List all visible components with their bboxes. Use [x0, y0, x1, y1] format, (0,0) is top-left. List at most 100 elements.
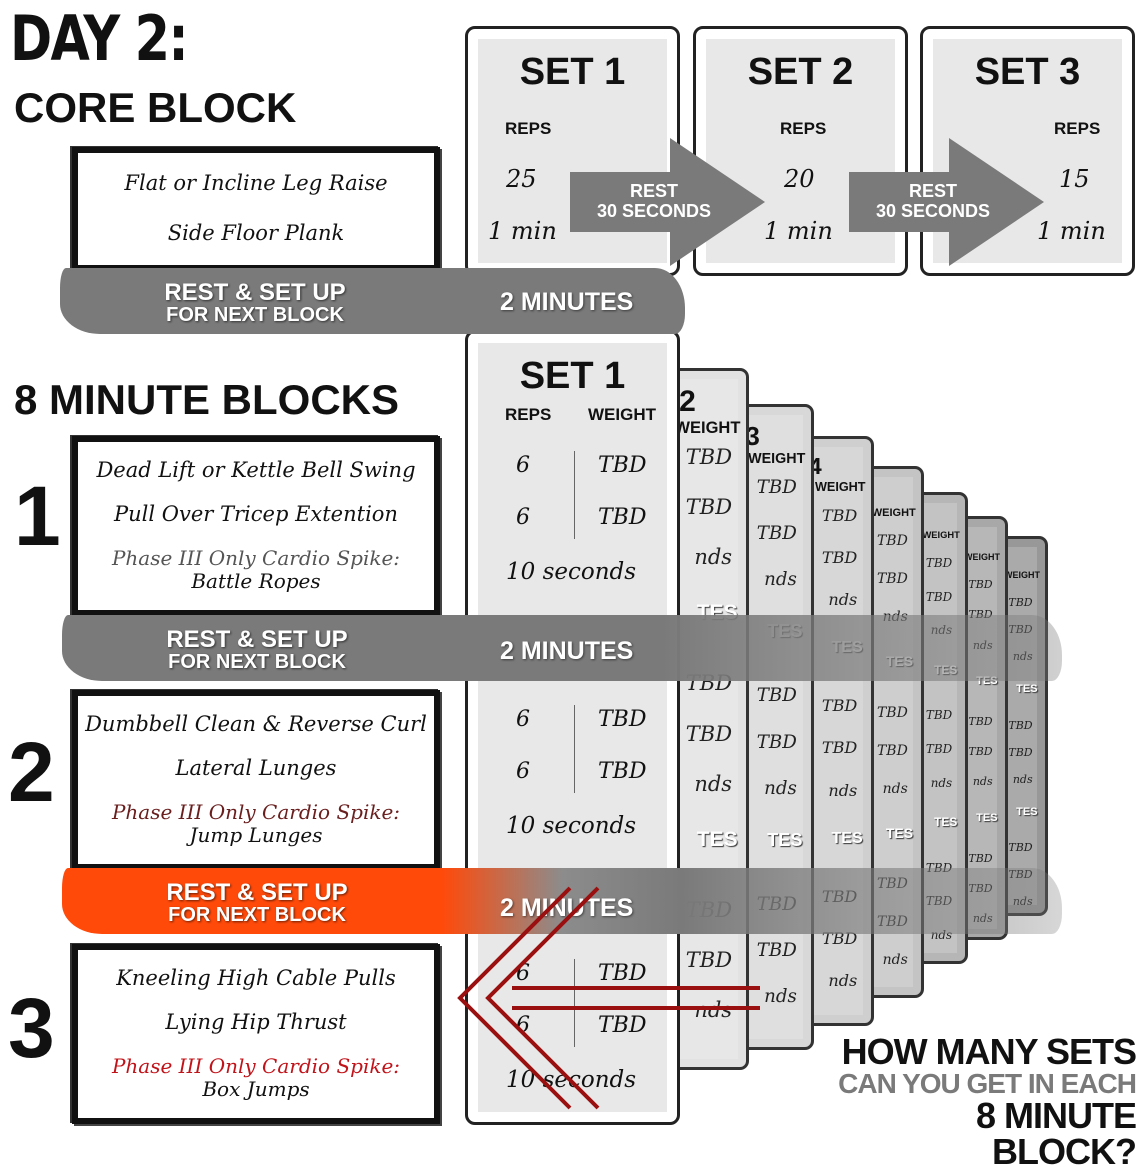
cardio-spike-exercise: Box Jumps	[202, 1077, 310, 1102]
rest-banner-text: REST & SET UP FOR NEXT BLOCK	[152, 880, 362, 926]
rest-line-2: FOR NEXT BLOCK	[168, 904, 346, 927]
rest-minutes: 2 MINUTES	[500, 288, 634, 316]
stack-card-value: nds	[828, 780, 858, 800]
column-divider	[574, 705, 575, 793]
core-exercise: Flat or Incline Leg Raise	[124, 171, 388, 196]
rest-line-1: REST & SET UP	[166, 626, 348, 653]
stack-card-number: 3	[745, 421, 760, 451]
stack-card-value: TBD	[968, 714, 993, 728]
core-set-card-1: SET 1 REPS 25 1 min	[465, 26, 680, 276]
cardio-spike-label: Phase III Only Cardio Spike:	[111, 800, 401, 825]
cardio-spike-exercise: Jump Lunges	[189, 823, 323, 848]
block-exercise: Dumbbell Clean & Reverse Curl	[85, 711, 427, 736]
core-exercise: Side Floor Plank	[167, 221, 345, 246]
column-divider	[574, 451, 575, 539]
reps-label: REPS	[505, 405, 552, 424]
stack-card-value: TBD	[685, 721, 733, 746]
block-number: 1	[14, 469, 61, 563]
stack-card-rest: TES	[1016, 683, 1038, 696]
block-2-exercise-box: Dumbbell Clean & Reverse Curl Lateral Lu…	[72, 690, 440, 870]
cardio-spike-exercise: Battle Ropes	[191, 569, 321, 594]
cardio-spike: Phase III Only Cardio Spike: Jump Lunges	[112, 801, 400, 847]
stack-card-value: nds	[828, 970, 858, 990]
stack-card-value: nds	[764, 569, 797, 591]
reps-value: 6	[516, 453, 530, 478]
stack-card-value: TBD	[968, 851, 993, 865]
reps-value: 6	[516, 505, 530, 530]
stack-card-value: TBD	[1008, 745, 1033, 759]
stack-card-weight-label: WEIGHT	[748, 451, 806, 467]
stack-card-weight-label: WEIGHT	[814, 480, 866, 494]
reps-label: REPS	[1054, 119, 1101, 138]
stack-card-value: nds	[1012, 772, 1033, 786]
arrow-right-icon	[570, 138, 765, 266]
stack-card-weight-label: WEIGHT	[674, 419, 741, 437]
reps-label: REPS	[780, 119, 827, 138]
rest-label: REST	[908, 181, 957, 201]
rest-banner-text: REST & SET UP FOR NEXT BLOCK	[150, 280, 360, 326]
block-number: 3	[8, 981, 55, 1075]
core-set-card-2: SET 2 REPS 20 1 min	[693, 26, 908, 276]
block-1-exercise-box: Dead Lift or Kettle Bell Swing Pull Over…	[72, 436, 440, 616]
set-title: SET 1	[519, 51, 626, 93]
stack-card-value: TBD	[685, 948, 733, 973]
cardio-spike-label: Phase III Only Cardio Spike:	[111, 546, 401, 571]
question-text: HOW MANY SETS CAN YOU GET IN EACH 8 MINU…	[836, 1031, 1137, 1170]
block-exercise: Lying Hip Thrust	[165, 1009, 347, 1034]
stack-card-value: nds	[764, 777, 797, 799]
rest-minutes: 2 MINUTES	[500, 637, 634, 665]
page-title: DAY 2:	[10, 2, 189, 75]
stack-card-rest: TES	[934, 815, 958, 830]
stack-card-value: nds	[972, 775, 993, 789]
rest-line-2: FOR NEXT BLOCK	[166, 304, 344, 327]
weight-label: WEIGHT	[588, 405, 656, 424]
stack-card-value: nds	[930, 775, 953, 790]
cardio-spike-label: Phase III Only Cardio Spike:	[111, 1054, 401, 1079]
duration-value: 1 min	[1037, 217, 1106, 245]
weight-value: TBD	[598, 759, 647, 784]
block-3-exercise-box: Kneeling High Cable Pulls Lying Hip Thru…	[72, 944, 440, 1124]
stack-card-rest: TES	[1016, 806, 1038, 818]
stack-card-value: TBD	[756, 731, 797, 753]
weight-value: TBD	[598, 453, 647, 478]
duration-value: 1 min	[764, 217, 833, 245]
reps-value: 6	[516, 759, 530, 784]
stack-card-value: TBD	[756, 939, 797, 961]
stack-card-value: TBD	[925, 708, 953, 723]
stack-card-value: TBD	[1008, 841, 1033, 855]
block-exercise: Lateral Lunges	[175, 755, 337, 780]
column-divider	[574, 959, 575, 1047]
block-exercise: Pull Over Tricep Extention	[114, 501, 398, 526]
stack-card-weight-label: WEIGHT	[922, 530, 960, 540]
reps-value: 6	[516, 707, 530, 732]
rest-arrow-1: REST 30 SECONDS	[570, 138, 765, 266]
stack-card-value: nds	[764, 986, 797, 1008]
reps-value: 25	[506, 165, 537, 193]
stack-card-rest: TES	[885, 824, 914, 841]
stack-card-weight-label: WEIGHT	[964, 552, 1001, 562]
rest-arrow-text: REST 30 SECONDS	[570, 181, 738, 222]
rest-arrow-text: REST 30 SECONDS	[849, 181, 1017, 222]
stack-card-value: TBD	[876, 704, 908, 721]
rest-line-1: REST & SET UP	[164, 279, 346, 306]
question-line-1: HOW MANY SETS	[841, 1031, 1137, 1072]
stack-card-value: TBD	[756, 685, 797, 707]
stack-card-value: TBD	[876, 571, 908, 587]
set-title: SET 2	[747, 51, 854, 93]
stack-card-value: nds	[694, 545, 733, 570]
stack-card-value: TBD	[821, 738, 858, 758]
rest-banner-1: REST & SET UP FOR NEXT BLOCK 2 MINUTES	[60, 268, 685, 334]
stack-card-value: nds	[828, 590, 858, 610]
weight-value: TBD	[598, 505, 647, 530]
stack-card-value: TBD	[756, 477, 797, 498]
stack-card-value: TBD	[685, 445, 733, 469]
stack-card-value: TBD	[685, 495, 733, 520]
block-exercise: Kneeling High Cable Pulls	[116, 965, 396, 990]
stack-card-value: TBD	[1008, 596, 1033, 609]
reps-value: 15	[1059, 165, 1090, 193]
cardio-duration: 10 seconds	[506, 559, 637, 585]
rest-label: REST	[629, 181, 678, 201]
stack-card-weight-label: WEIGHT	[1004, 570, 1041, 580]
blocks-heading: 8 MINUTE BLOCKS	[14, 376, 400, 423]
duration-value: 1 min	[488, 217, 557, 245]
